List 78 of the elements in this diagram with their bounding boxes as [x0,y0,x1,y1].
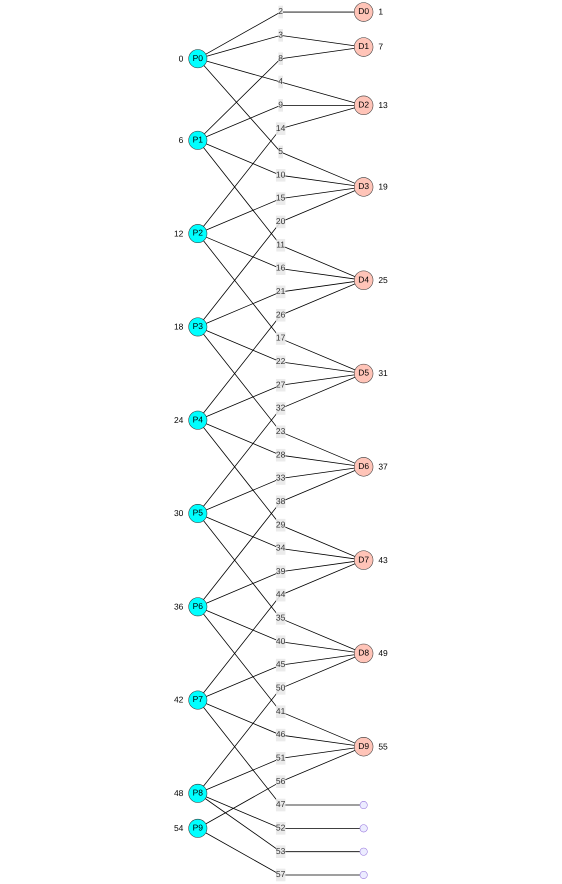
node-number: 6 [178,134,184,145]
connector-line [203,563,356,694]
node-circle: P2 [188,224,208,244]
node-number: 43 [378,554,388,565]
connector-line [203,107,355,227]
node-circle: D6 [354,457,374,476]
node-circle: D3 [354,177,374,197]
node-circle: P4 [188,410,208,430]
connector-line [203,427,356,557]
connector-line [203,284,356,414]
node-number: 7 [378,42,384,52]
node-circle: D9 [354,737,374,756]
node-number: 1 [378,6,384,17]
connector-line [204,65,356,184]
connector-line [203,706,360,806]
node-circle: D8 [354,644,374,664]
node-circle: D5 [354,364,374,384]
connector-line [206,236,355,280]
node-number: 36 [174,601,184,612]
node-number: 0 [178,53,184,64]
connector-line [206,748,355,790]
connector-line [203,520,356,650]
connector-line [206,60,355,104]
node-number: 48 [174,788,184,798]
node-circle: D1 [354,37,374,57]
node-number: 25 [378,274,388,285]
connector-line [206,516,355,560]
node-circle: D7 [354,550,374,570]
node-number: 13 [378,100,388,110]
connector-line [206,104,355,138]
node-circle: P0 [188,49,208,68]
node-number: 42 [174,694,184,705]
connector-line [206,330,355,373]
node-circle: D2 [354,96,374,115]
node-circle: P7 [188,690,208,710]
node-circle: P3 [188,317,208,336]
node-number: 37 [378,462,388,472]
node-number: 31 [378,368,388,378]
node-number: 54 [174,823,184,833]
connector-line [206,423,355,466]
connector-line [206,34,355,57]
connector-line [205,12,355,55]
node-circle: P6 [188,597,208,616]
node-circle: D4 [354,270,374,290]
connector-line [204,798,360,852]
connector-line [206,281,355,324]
connector-line [206,654,355,697]
node-number: 24 [174,414,184,425]
node-circle: P1 [188,130,208,150]
connector-line [203,614,356,744]
connector-line [203,334,356,464]
connector-line [205,750,356,824]
connector-line [206,703,355,746]
connector-line [203,190,356,320]
connector-line [204,48,355,134]
connector-line [203,376,356,507]
node-number: 12 [174,228,184,238]
node-number: 49 [378,648,388,658]
connector-line [206,188,355,230]
connector-line [206,561,355,604]
node-circle: D0 [354,2,374,22]
node-circle: P5 [188,504,208,523]
connector-line [203,656,356,787]
connector-line [206,468,355,510]
node-number: 18 [174,322,184,332]
connector-line [206,796,360,829]
node-number: 55 [378,741,388,752]
connector-line [206,144,355,186]
connector-line [206,610,355,653]
connector-line [206,374,355,418]
connector-line [203,240,356,370]
node-number: 19 [378,182,388,192]
connector-line [203,470,356,600]
node-number: 30 [174,508,184,518]
connector-line [203,147,356,277]
node-circle: P9 [188,818,208,838]
connector-line [205,832,360,876]
node-circle: P8 [188,784,208,803]
